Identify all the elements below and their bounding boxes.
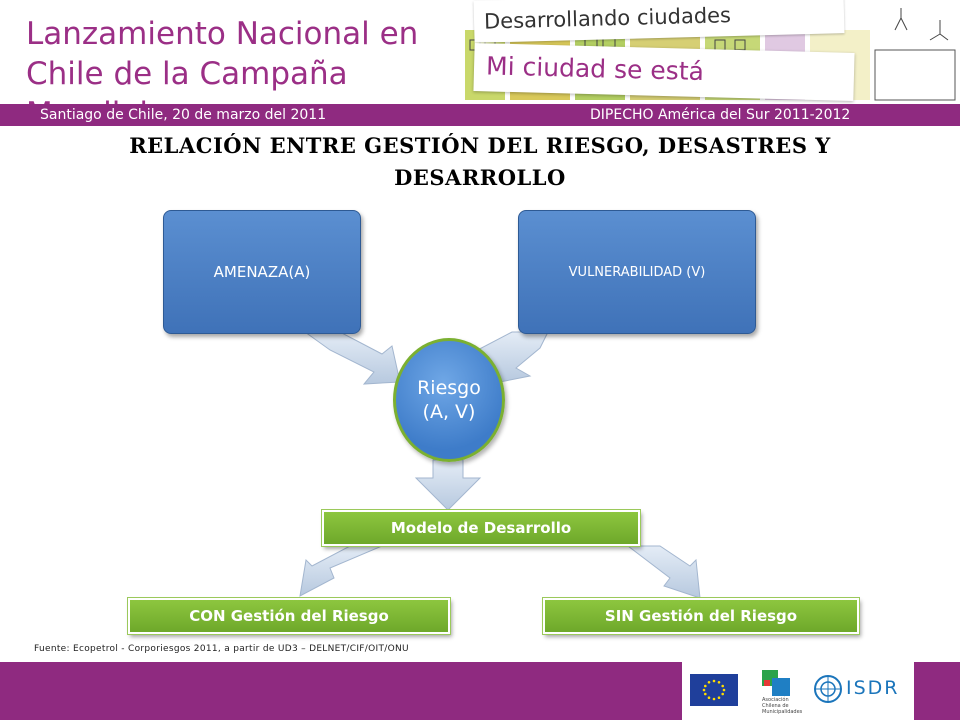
source-note: Fuente: Ecopetrol - Corporiesgos 2011, a… [34, 644, 409, 654]
eu-flag-logo [690, 674, 738, 706]
arrow-modelo-to-sin [626, 545, 701, 599]
un-emblem-icon [814, 675, 842, 703]
node-con-gestion: CON Gestión del Riesgo [127, 597, 451, 635]
slide-heading: RELACIÓN ENTRE GESTIÓN DEL RIESGO, DESAS… [60, 130, 900, 194]
node-sin-gestion: SIN Gestión del Riesgo [542, 597, 860, 635]
arrow-riesgo-to-modelo [414, 459, 482, 511]
heading-line2: DESARROLLO [394, 165, 566, 190]
arrow-modelo-to-con [299, 545, 383, 597]
riesgo-line1: Riesgo [417, 377, 481, 399]
arrow-amenaza-to-riesgo [303, 331, 401, 385]
event-date: Santiago de Chile, 20 de marzo del 2011 [40, 107, 327, 123]
header-banner: Lanzamiento Nacional en Chile de la Camp… [0, 0, 960, 126]
heading-line1: RELACIÓN ENTRE GESTIÓN DEL RIESGO, DESAS… [129, 133, 831, 158]
node-modelo-desarrollo: Modelo de Desarrollo [321, 509, 641, 547]
isdr-logo-text: ISDR [846, 677, 900, 699]
node-vulnerabilidad: VULNERABILIDAD (V) [518, 210, 756, 334]
program-label: DIPECHO América del Sur 2011-2012 [590, 107, 851, 123]
achm-caption: Asociación Chilena de Municipalidades [762, 697, 803, 715]
riesgo-line2: (A, V) [422, 401, 476, 423]
banner-title-line1: Lanzamiento Nacional en [26, 16, 419, 52]
node-riesgo: Riesgo (A, V) [393, 338, 505, 462]
node-amenaza: AMENAZA(A) [163, 210, 361, 334]
banner-strip [0, 104, 960, 126]
achm-logo [762, 670, 790, 696]
